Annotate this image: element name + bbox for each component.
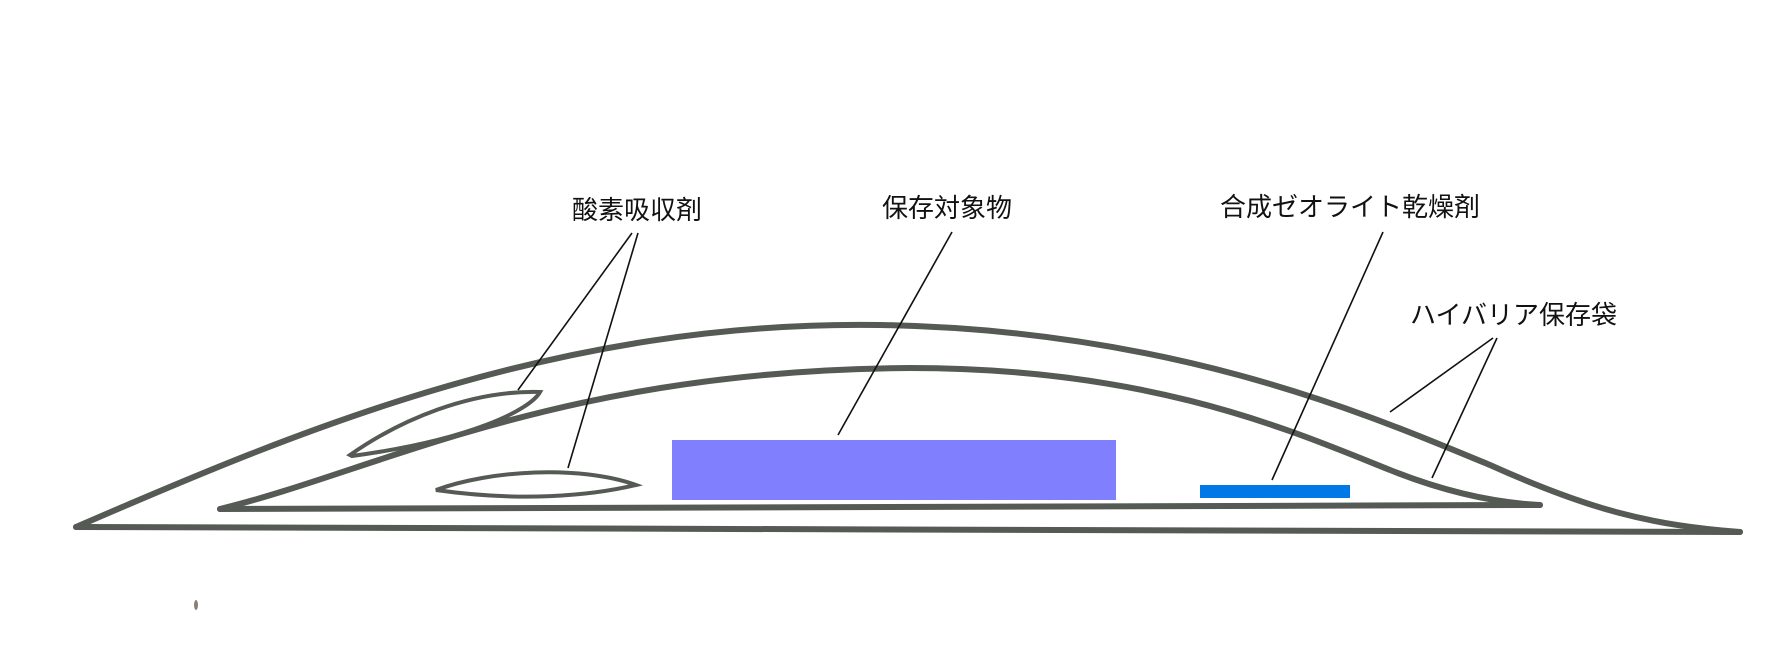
label-zeolite-desiccant: 合成ゼオライト乾燥剤 (1220, 193, 1481, 223)
bag-inner-base (217, 502, 1543, 512)
label-oxygen-absorber: 酸素吸収剤 (572, 196, 703, 226)
label-stored-object: 保存対象物 (882, 194, 1013, 224)
leader-barrier-bag-1 (1389, 337, 1494, 413)
bag-outer-layer (73, 321, 1743, 535)
zeolite-desiccant-bar (1200, 485, 1350, 498)
oxygen-absorber-packet-2 (435, 470, 644, 499)
stored-object-block (672, 440, 1116, 500)
leader-stored-object (837, 231, 953, 436)
oxygen-absorber-packet-1 (346, 389, 544, 459)
leader-oxygen-absorber-2 (567, 232, 639, 469)
bag-inner-layer (217, 365, 1543, 512)
leader-zeolite-desiccant (1271, 231, 1384, 481)
bag-bottom-edge (73, 524, 1743, 535)
label-barrier-bag: ハイバリア保存袋 (1410, 301, 1617, 331)
scan-speck (194, 600, 198, 610)
leader-oxygen-absorber-1 (517, 232, 633, 391)
leader-barrier-bag-2 (1431, 337, 1498, 479)
